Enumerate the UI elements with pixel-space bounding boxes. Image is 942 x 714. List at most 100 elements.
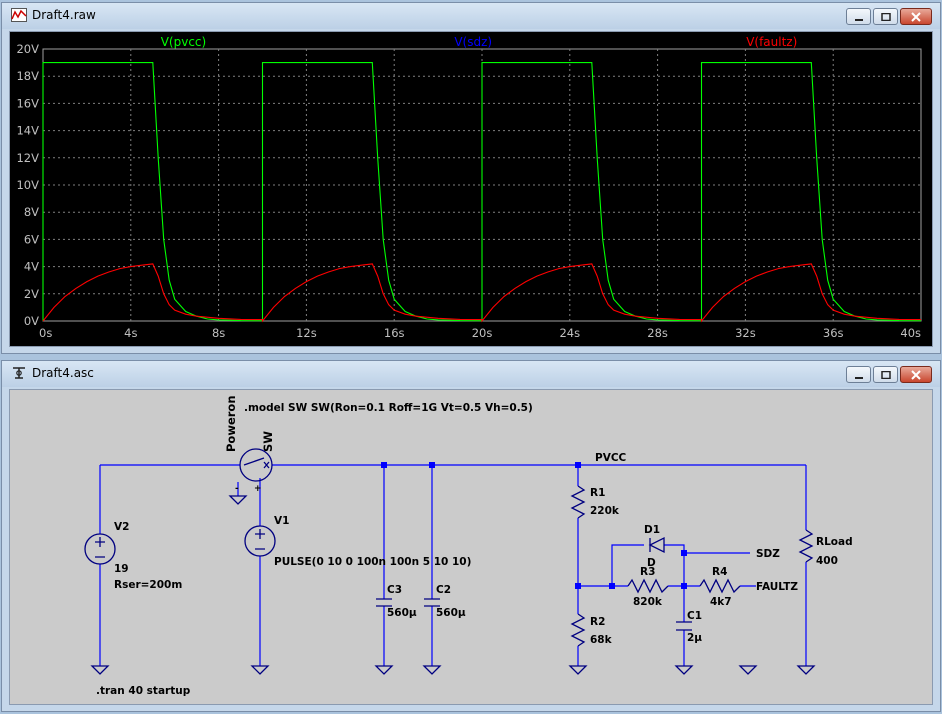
- x-tick-label: 24s: [559, 326, 580, 340]
- close-icon: [911, 369, 921, 380]
- r2-value: 68k: [590, 634, 613, 646]
- d1-name: D1: [644, 524, 660, 536]
- r1-symbol: [570, 485, 586, 519]
- r4-value: 4k7: [710, 596, 732, 608]
- ground-symbols: [90, 495, 816, 675]
- model-directive: .model SW SW(Ron=0.1 Roff=1G Vt=0.5 Vh=0…: [244, 402, 533, 414]
- v2-source-symbol: [84, 533, 116, 565]
- x-tick-label: 12s: [296, 326, 317, 340]
- schematic-drawing[interactable]: .model SW SW(Ron=0.1 Roff=1G Vt=0.5 Vh=0…: [10, 390, 933, 705]
- schematic-canvas[interactable]: .model SW SW(Ron=0.1 Roff=1G Vt=0.5 Vh=0…: [9, 389, 933, 705]
- c3-value: 560µ: [387, 607, 417, 619]
- minimize-button[interactable]: [846, 8, 871, 25]
- y-tick-label: 0V: [24, 314, 39, 328]
- schematic-window[interactable]: Draft4.asc: [1, 360, 941, 712]
- r4-name: R4: [712, 566, 727, 578]
- d1-model: D: [647, 557, 656, 569]
- c2-symbol: [424, 598, 440, 607]
- r3-symbol: [627, 578, 669, 594]
- switch-name: Poweron: [224, 395, 238, 452]
- v2-param: Rser=200m: [114, 579, 182, 591]
- c1-value: 2µ: [687, 632, 702, 644]
- y-tick-label: 16V: [16, 96, 39, 110]
- v1-value: PULSE(0 10 0 100n 100n 5 10 10): [274, 556, 471, 568]
- x-tick-label: 40s: [900, 326, 921, 340]
- close-button[interactable]: [900, 8, 932, 25]
- x-tick-label: 20s: [472, 326, 493, 340]
- schematic-icon: [13, 367, 25, 379]
- v1-source-symbol: [244, 525, 276, 557]
- legend-entry-vpvcc[interactable]: V(pvcc): [161, 35, 207, 49]
- waveform-icon: [11, 8, 27, 22]
- r3-value: 820k: [633, 596, 663, 608]
- legend-entry-vfaultz[interactable]: V(faultz): [746, 35, 797, 49]
- v1-polarity: [255, 529, 265, 550]
- waveform-window-title: Draft4.raw: [32, 8, 96, 22]
- series-line-vpvcc[interactable]: [42, 62, 922, 322]
- c3-name: C3: [387, 584, 402, 596]
- x-tick-label: 16s: [384, 326, 405, 340]
- r4-symbol: [699, 578, 741, 594]
- y-tick-label: 4V: [24, 260, 39, 274]
- close-icon: [911, 11, 921, 22]
- switch-contact: [243, 457, 270, 469]
- chart-grid: [42, 48, 922, 322]
- c2-value: 560µ: [436, 607, 466, 619]
- c1-name: C1: [687, 610, 702, 622]
- x-tick-label: 32s: [735, 326, 756, 340]
- v2-polarity: [95, 537, 105, 558]
- r1-value: 220k: [590, 505, 620, 517]
- v1-name: V1: [274, 515, 289, 527]
- minimize-button[interactable]: [846, 366, 871, 383]
- series-line-vfaultz[interactable]: [42, 263, 922, 323]
- r1-name: R1: [590, 487, 605, 499]
- v2-value: 19: [114, 563, 129, 575]
- schematic-wires: [99, 464, 807, 666]
- legend-entry-vsdz[interactable]: V(sdz): [454, 35, 492, 49]
- schematic-window-title: Draft4.asc: [32, 366, 94, 380]
- c2-name: C2: [436, 584, 451, 596]
- waveform-window-titlebar[interactable]: Draft4.raw: [2, 3, 940, 29]
- r2-symbol: [570, 613, 586, 647]
- x-tick-label: 8s: [212, 326, 225, 340]
- minimize-icon: [854, 376, 863, 379]
- y-tick-label: 2V: [24, 287, 39, 301]
- schematic-labels: .model SW SW(Ron=0.1 Roff=1G Vt=0.5 Vh=0…: [96, 395, 853, 697]
- x-tick-label: 4s: [124, 326, 137, 340]
- net-label-sdz: SDZ: [756, 548, 780, 560]
- y-tick-label: 6V: [24, 232, 39, 246]
- junction-dots: [381, 462, 687, 589]
- maximize-button[interactable]: [873, 366, 898, 383]
- rload-symbol: [798, 529, 814, 563]
- switch-minus-label: -: [235, 484, 239, 494]
- x-tick-label: 36s: [823, 326, 844, 340]
- rload-name: RLoad: [816, 536, 853, 548]
- schematic-components: [84, 448, 814, 647]
- tran-directive: .tran 40 startup: [96, 685, 191, 697]
- c1-symbol: [676, 621, 692, 631]
- d1-symbol: [648, 536, 665, 554]
- r3-name: R3: [640, 566, 655, 578]
- schematic-window-titlebar[interactable]: Draft4.asc: [2, 361, 940, 387]
- switch-symbol: [239, 448, 273, 482]
- chart-series: [42, 62, 922, 323]
- y-tick-label: 8V: [24, 205, 39, 219]
- x-tick-label: 0s: [39, 326, 52, 340]
- close-button[interactable]: [900, 366, 932, 383]
- c3-symbol: [376, 598, 392, 607]
- v2-name: V2: [114, 521, 129, 533]
- maximize-icon: [880, 12, 891, 21]
- switch-model: SW: [261, 431, 275, 452]
- rload-value: 400: [816, 555, 838, 567]
- maximize-button[interactable]: [873, 8, 898, 25]
- minimize-icon: [854, 18, 863, 21]
- switch-plus-label: +: [254, 484, 262, 494]
- net-label-pvcc: PVCC: [595, 452, 627, 464]
- r2-name: R2: [590, 616, 605, 628]
- chart-legend: V(pvcc) V(sdz) V(faultz): [161, 35, 798, 49]
- x-tick-label: 28s: [647, 326, 668, 340]
